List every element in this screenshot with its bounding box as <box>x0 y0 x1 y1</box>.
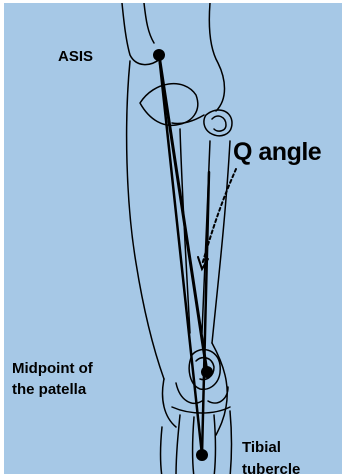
tibial-tubercle-label-line1: Tibial <box>242 437 300 459</box>
asis-label: ASIS <box>58 49 93 65</box>
midpoint-patella-label: Midpoint of the patella <box>12 358 93 400</box>
midpoint-patella-label-line1: Midpoint of <box>12 358 93 379</box>
patella-marker <box>201 366 213 378</box>
q-angle-label: Q angle <box>233 139 321 165</box>
midpoint-patella-label-line2: the patella <box>12 379 93 400</box>
tibial-tubercle-marker <box>196 449 208 461</box>
tibial-tubercle-label: Tibial tubercle <box>242 437 300 474</box>
tibial-tubercle-label-line2: tubercle <box>242 459 300 474</box>
leg-diagram <box>4 3 342 474</box>
asis-marker <box>153 49 165 61</box>
diagram-background <box>4 3 342 474</box>
